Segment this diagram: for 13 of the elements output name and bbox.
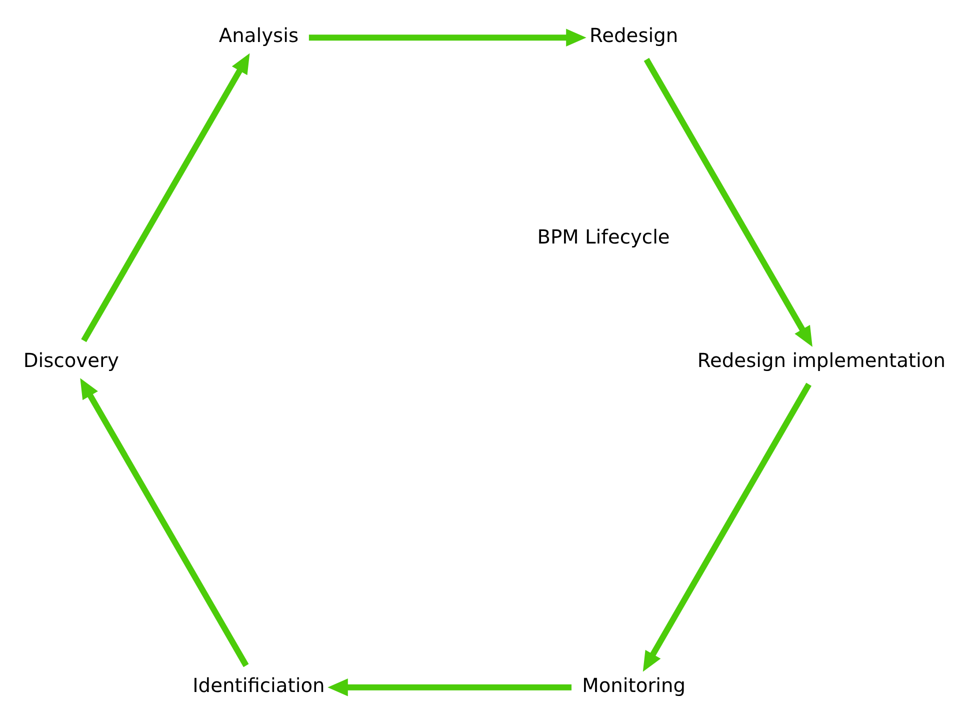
arrow [80, 378, 249, 667]
arrow [328, 678, 572, 696]
node-text: Monitoring [582, 673, 686, 696]
node-text: Identificiation [192, 673, 325, 696]
arrow [642, 382, 812, 672]
node-text: Redesign [590, 24, 678, 47]
node-text: Discovery [23, 348, 119, 372]
arrow [81, 52, 250, 342]
node-text: Analysis [218, 24, 299, 47]
arrow [644, 57, 812, 346]
label: BPM Lifecycle [537, 225, 670, 248]
node-text: Redesign implementation [697, 348, 946, 372]
arrow [308, 28, 586, 46]
